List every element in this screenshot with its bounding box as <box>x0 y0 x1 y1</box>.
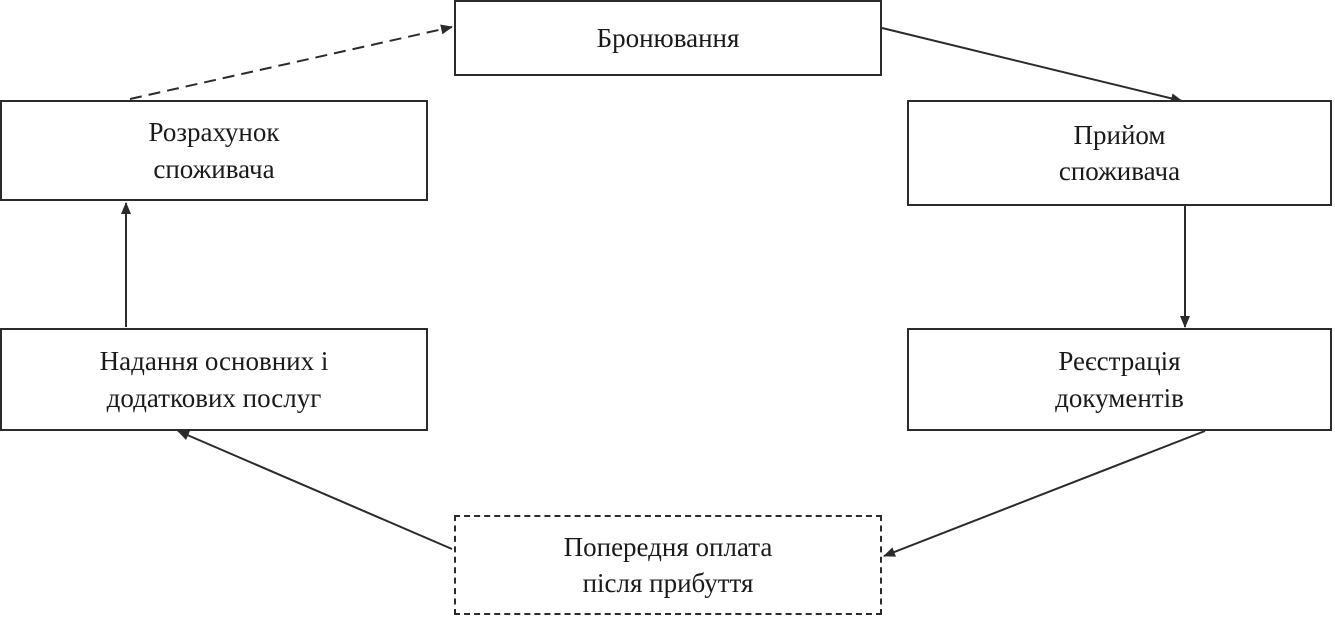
node-booking-label: Бронювання <box>596 22 740 53</box>
node-document-registration-label: Реєстрація документів <box>1055 346 1184 413</box>
node-prepayment-label: Попередня оплата після прибуття <box>563 531 773 598</box>
node-booking: Бронювання <box>454 0 882 76</box>
node-services: Надання основних і додаткових послуг <box>0 328 428 431</box>
edge-settlement-to-booking <box>129 24 453 100</box>
edge-registration-to-prepayment <box>883 430 1206 557</box>
edge-booking-to-checkin <box>881 27 1183 104</box>
node-customer-checkin: Прийом споживача <box>907 100 1332 206</box>
node-document-registration: Реєстрація документів <box>907 328 1332 431</box>
edge-prepayment-to-services <box>177 430 453 550</box>
node-customer-settlement-label: Розрахунок споживача <box>148 117 280 184</box>
node-prepayment: Попередня оплата після прибуття <box>454 515 882 615</box>
node-customer-checkin-label: Прийом споживача <box>1058 119 1181 186</box>
node-customer-settlement: Розрахунок споживача <box>0 100 428 201</box>
node-services-label: Надання основних і додаткових послуг <box>99 346 329 413</box>
